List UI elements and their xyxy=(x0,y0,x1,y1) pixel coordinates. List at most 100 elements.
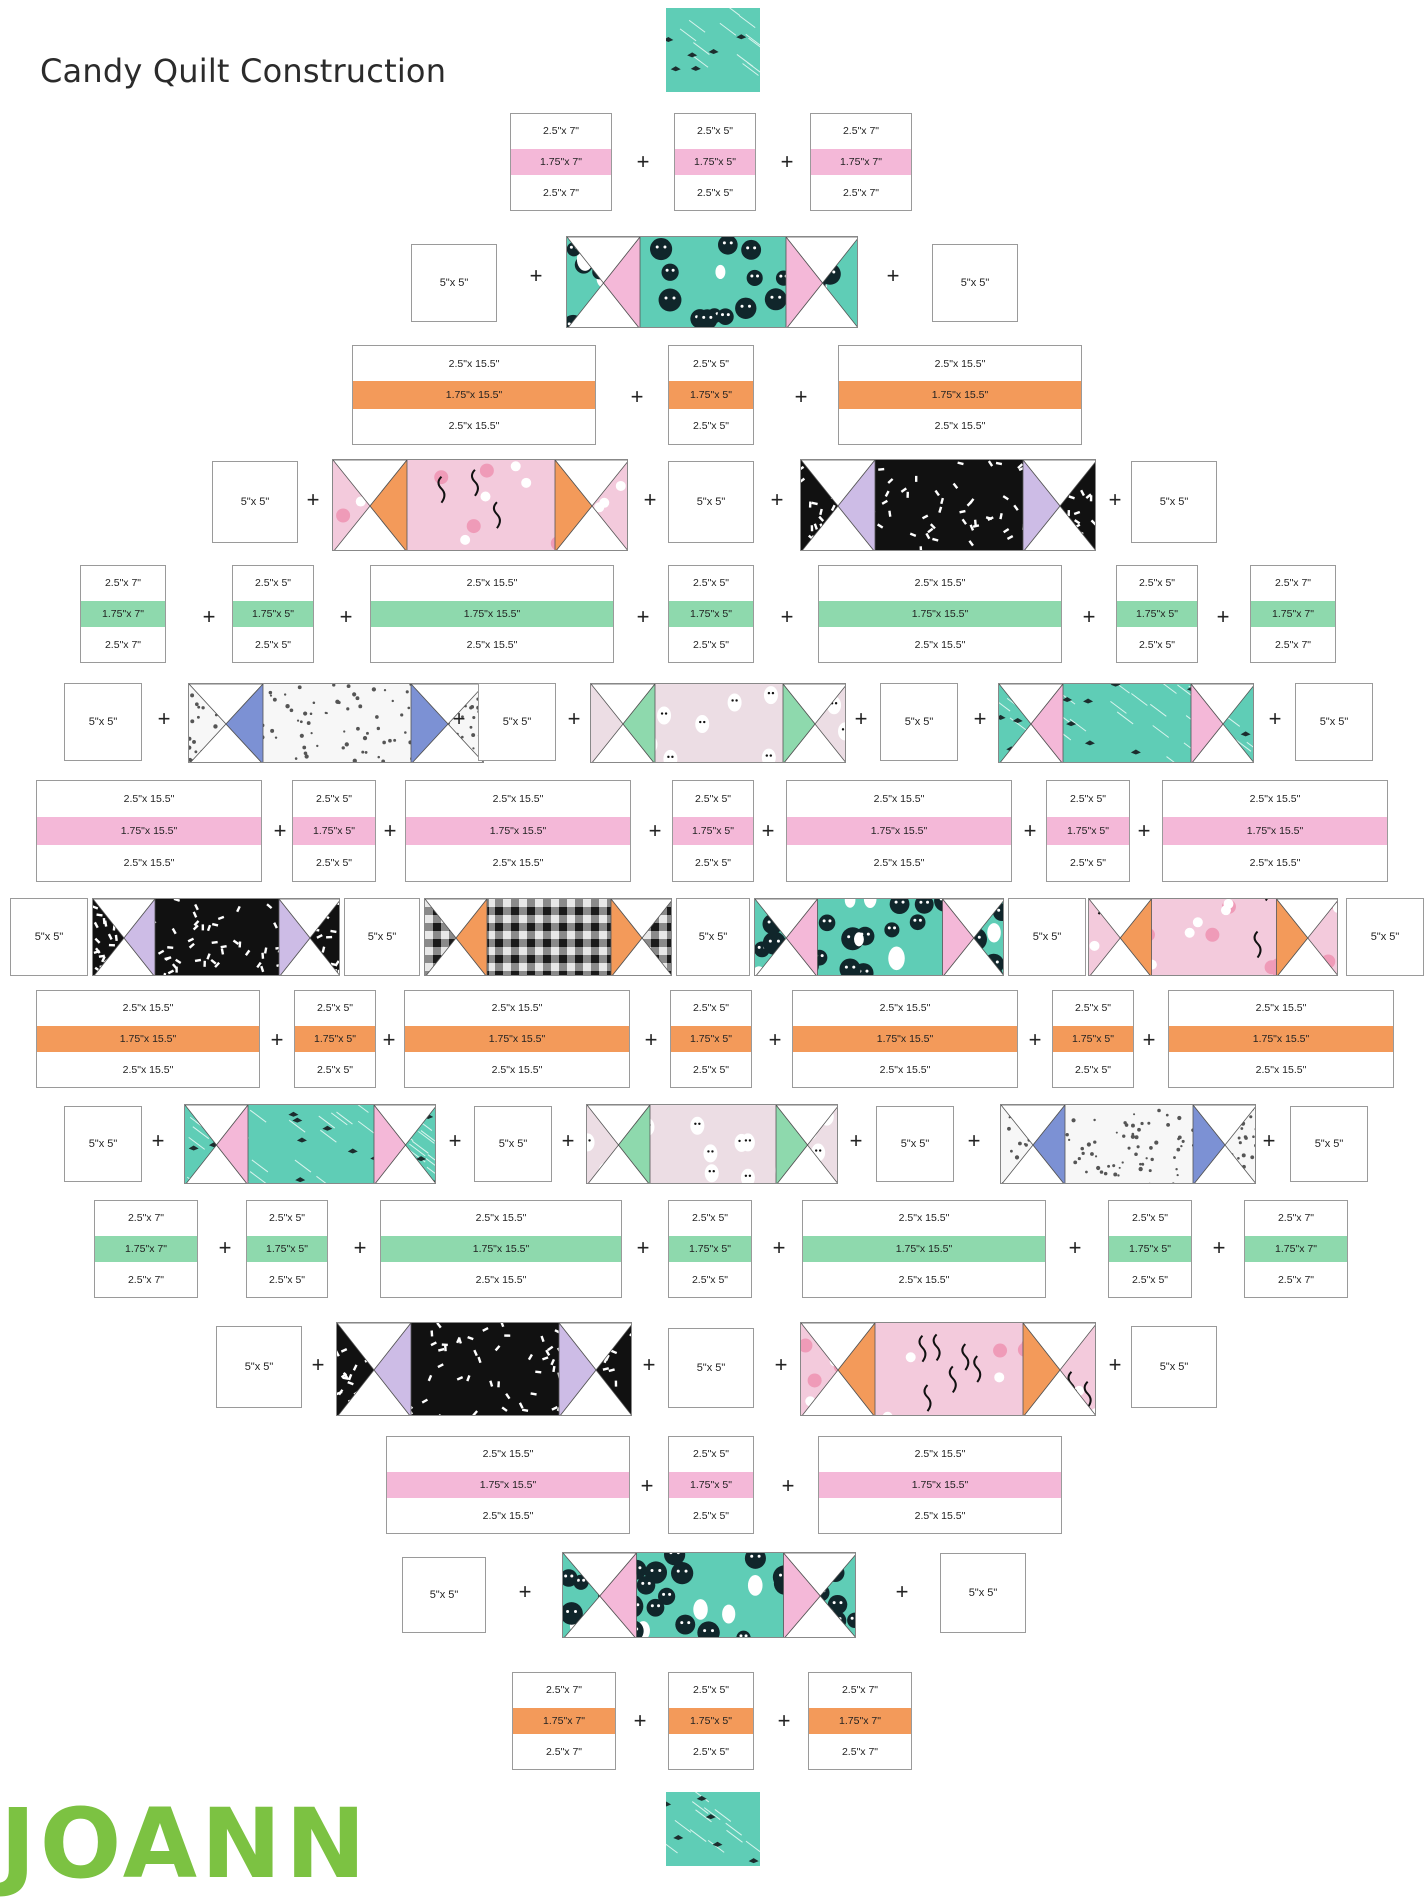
strip-outer-band: 2.5"x 15.5" xyxy=(803,1201,1045,1236)
strip-outer-band: 2.5"x 5" xyxy=(669,409,753,444)
strip-outer-band: 2.5"x 7" xyxy=(809,1673,911,1708)
strip-outer-band: 2.5"x 15.5" xyxy=(793,991,1017,1026)
candy-block-fabric xyxy=(563,1553,856,1638)
plus-sign: + xyxy=(1079,607,1099,629)
strip-block: 2.5"x 7"1.75"x 7"2.5"x 7" xyxy=(1250,565,1336,663)
plus-sign: + xyxy=(449,709,469,731)
strip-middle-band: 1.75"x 5" xyxy=(669,381,753,409)
strip-middle-band: 1.75"x 15.5" xyxy=(803,1236,1045,1263)
square-block: 5"x 5" xyxy=(1131,461,1217,543)
strip-outer-band: 2.5"x 7" xyxy=(1245,1201,1347,1236)
strip-outer-band: 2.5"x 15.5" xyxy=(387,1437,629,1472)
candy-block-fabric xyxy=(801,460,1096,551)
strip-middle-band: 1.75"x 7" xyxy=(811,149,911,176)
square-block: 5"x 5" xyxy=(932,244,1018,322)
strip-block: 2.5"x 15.5"1.75"x 15.5"2.5"x 15.5" xyxy=(786,780,1012,882)
strip-outer-band: 2.5"x 7" xyxy=(1251,627,1335,662)
strip-block: 2.5"x 5"1.75"x 5"2.5"x 5" xyxy=(668,1436,754,1534)
strip-middle-band: 1.75"x 5" xyxy=(669,601,753,628)
strip-middle-band: 1.75"x 15.5" xyxy=(371,601,613,628)
plus-sign: + xyxy=(1105,490,1125,512)
strip-outer-band: 2.5"x 15.5" xyxy=(387,1498,629,1533)
strip-outer-band: 2.5"x 15.5" xyxy=(37,781,261,817)
strip-outer-band: 2.5"x 5" xyxy=(669,1262,751,1297)
strip-outer-band: 2.5"x 5" xyxy=(295,991,375,1026)
strip-middle-band: 1.75"x 5" xyxy=(233,601,313,628)
strip-outer-band: 2.5"x 15.5" xyxy=(405,991,629,1026)
candy-block xyxy=(188,683,484,763)
strip-outer-band: 2.5"x 5" xyxy=(295,1052,375,1087)
strip-block: 2.5"x 5"1.75"x 5"2.5"x 5" xyxy=(668,565,754,663)
strip-block: 2.5"x 7"1.75"x 7"2.5"x 7" xyxy=(808,1672,912,1770)
plus-sign: + xyxy=(1139,1030,1159,1052)
strip-outer-band: 2.5"x 5" xyxy=(671,1052,751,1087)
plus-sign: + xyxy=(303,490,323,512)
candy-block-fabric xyxy=(591,684,846,763)
strip-block: 2.5"x 5"1.75"x 5"2.5"x 5" xyxy=(670,990,752,1088)
plus-sign: + xyxy=(379,1030,399,1052)
square-block: 5"x 5" xyxy=(1290,1106,1368,1182)
strip-outer-band: 2.5"x 5" xyxy=(669,1734,753,1769)
plus-sign: + xyxy=(267,1030,287,1052)
candy-block xyxy=(424,898,672,976)
strip-outer-band: 2.5"x 5" xyxy=(669,627,753,662)
fabric-square xyxy=(666,8,760,92)
strip-middle-band: 1.75"x 7" xyxy=(511,149,611,176)
strip-outer-band: 2.5"x 5" xyxy=(669,1498,753,1533)
strip-outer-band: 2.5"x 5" xyxy=(669,566,753,601)
plus-sign: + xyxy=(270,821,290,843)
strip-block: 2.5"x 15.5"1.75"x 15.5"2.5"x 15.5" xyxy=(802,1200,1046,1298)
strip-middle-band: 1.75"x 7" xyxy=(1245,1236,1347,1263)
candy-block-fabric xyxy=(189,684,484,763)
plus-sign: + xyxy=(851,709,871,731)
plus-sign: + xyxy=(1134,821,1154,843)
candy-block xyxy=(1000,1104,1256,1184)
candy-block-fabric xyxy=(1001,1105,1256,1184)
strip-block: 2.5"x 15.5"1.75"x 15.5"2.5"x 15.5" xyxy=(386,1436,630,1534)
square-block: 5"x 5" xyxy=(474,1106,552,1182)
strip-middle-band: 1.75"x 5" xyxy=(673,817,753,845)
strip-outer-band: 2.5"x 5" xyxy=(669,346,753,381)
candy-block xyxy=(1088,898,1338,976)
strip-middle-band: 1.75"x 15.5" xyxy=(387,1472,629,1499)
strip-block: 2.5"x 15.5"1.75"x 15.5"2.5"x 15.5" xyxy=(404,990,630,1088)
strip-outer-band: 2.5"x 7" xyxy=(95,1201,197,1236)
strip-block: 2.5"x 5"1.75"x 5"2.5"x 5" xyxy=(674,113,756,211)
strip-middle-band: 1.75"x 5" xyxy=(669,1236,751,1263)
strip-middle-band: 1.75"x 5" xyxy=(1117,601,1197,628)
plus-sign: + xyxy=(970,709,990,731)
strip-block: 2.5"x 7"1.75"x 7"2.5"x 7" xyxy=(512,1672,616,1770)
strip-block: 2.5"x 5"1.75"x 5"2.5"x 5" xyxy=(1116,565,1198,663)
plus-sign: + xyxy=(1105,1355,1125,1377)
plus-sign: + xyxy=(445,1131,465,1153)
plus-sign: + xyxy=(633,152,653,174)
fabric-square xyxy=(666,1792,760,1866)
plus-sign: + xyxy=(640,490,660,512)
strip-middle-band: 1.75"x 5" xyxy=(1047,817,1129,845)
strip-middle-band: 1.75"x 15.5" xyxy=(353,381,595,409)
strip-block: 2.5"x 5"1.75"x 5"2.5"x 5" xyxy=(294,990,376,1088)
strip-middle-band: 1.75"x 5" xyxy=(669,1472,753,1499)
candy-block-fabric xyxy=(93,899,340,976)
strip-outer-band: 2.5"x 5" xyxy=(669,1673,753,1708)
strip-outer-band: 2.5"x 7" xyxy=(811,114,911,149)
candy-block xyxy=(590,683,846,763)
strip-outer-band: 2.5"x 7" xyxy=(81,566,165,601)
strip-middle-band: 1.75"x 5" xyxy=(247,1236,327,1263)
square-block: 5"x 5" xyxy=(411,244,497,322)
square-block: 5"x 5" xyxy=(676,898,750,976)
strip-outer-band: 2.5"x 15.5" xyxy=(819,566,1061,601)
candy-block-fabric xyxy=(755,899,1004,976)
plus-sign: + xyxy=(769,1238,789,1260)
plus-sign: + xyxy=(336,607,356,629)
strip-block: 2.5"x 5"1.75"x 5"2.5"x 5" xyxy=(672,780,754,882)
strip-middle-band: 1.75"x 7" xyxy=(1251,601,1335,628)
strip-outer-band: 2.5"x 7" xyxy=(1245,1262,1347,1297)
strip-block: 2.5"x 15.5"1.75"x 15.5"2.5"x 15.5" xyxy=(352,345,596,445)
strip-middle-band: 1.75"x 5" xyxy=(669,1708,753,1735)
strip-outer-band: 2.5"x 5" xyxy=(673,781,753,817)
strip-block: 2.5"x 5"1.75"x 5"2.5"x 5" xyxy=(668,345,754,445)
strip-outer-band: 2.5"x 15.5" xyxy=(1169,1052,1393,1087)
strip-outer-band: 2.5"x 5" xyxy=(671,991,751,1026)
strip-outer-band: 2.5"x 15.5" xyxy=(819,1437,1061,1472)
